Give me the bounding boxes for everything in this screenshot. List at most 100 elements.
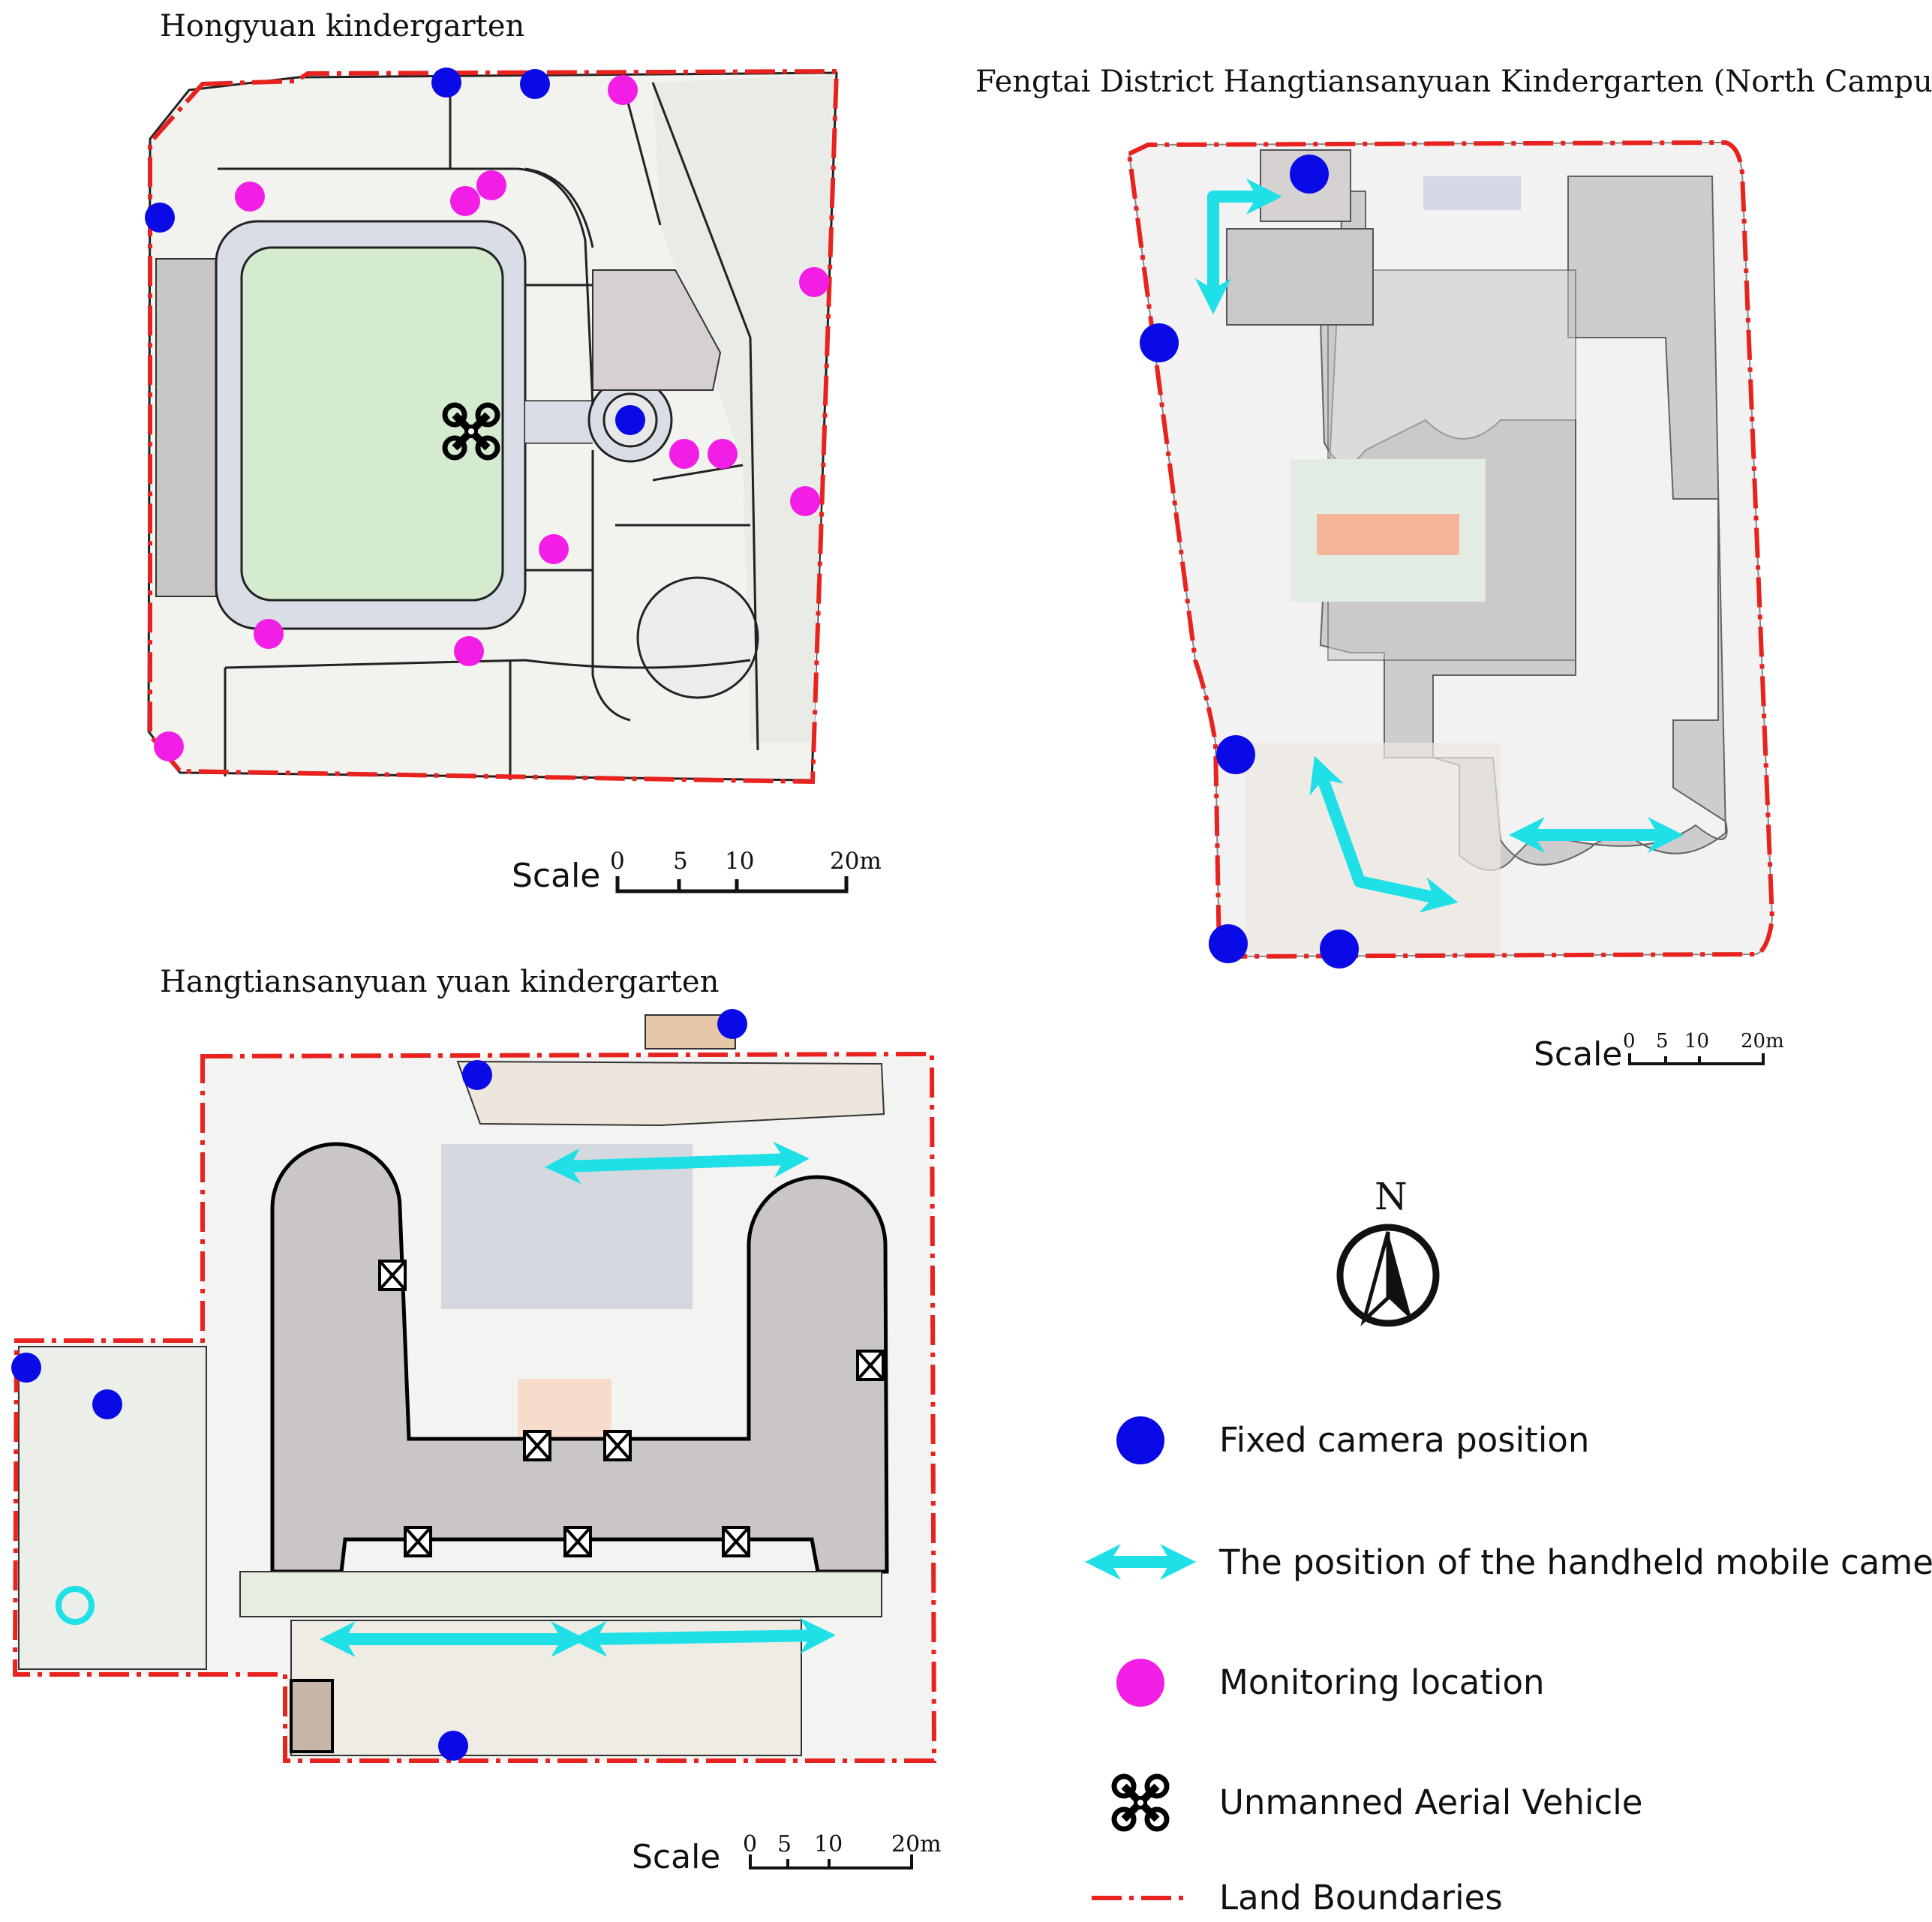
fixed-camera-marker xyxy=(11,1353,41,1383)
legend-item-handheld-camera: The position of the handheld mobile came… xyxy=(1085,1542,1932,1582)
scale-tick-20: 20m xyxy=(1741,1030,1784,1053)
monitoring-marker xyxy=(476,170,506,200)
scale-bar-hangtian: Scale 0 5 10 20m xyxy=(632,1831,942,1876)
scale-label: Scale xyxy=(632,1838,720,1876)
fixed-camera-marker xyxy=(438,1731,468,1761)
fixed-camera-markers xyxy=(11,1009,747,1761)
handheld-loop-marker xyxy=(56,1586,95,1625)
map-title-fengtai: Fengtai District Hangtiansanyuan Kinderg… xyxy=(975,65,1932,99)
monitoring-marker xyxy=(799,267,829,297)
legend-item-boundary: Land Boundaries xyxy=(1092,1878,1503,1917)
magenta-dot-icon xyxy=(1116,1659,1164,1707)
map-hongyuan: Hongyuan kindergarten Scale 0 5 10 20m xyxy=(145,9,882,895)
monitoring-markers xyxy=(154,75,829,761)
north-strip xyxy=(456,1060,885,1127)
building-central xyxy=(592,269,722,391)
monitoring-marker xyxy=(235,182,265,212)
land-boundary xyxy=(148,68,840,785)
lawn xyxy=(240,246,504,602)
monitoring-marker xyxy=(254,619,284,649)
legend-item-uav: Unmanned Aerial Vehicle xyxy=(1114,1776,1642,1829)
legend-label-boundary: Land Boundaries xyxy=(1219,1878,1503,1917)
fixed-camera-marker xyxy=(462,1060,492,1090)
handheld-camera-markers xyxy=(320,1141,836,1657)
legend-item-fixed-camera: Fixed camera position xyxy=(1116,1416,1589,1464)
scale-tick-10: 10 xyxy=(1684,1030,1709,1053)
map-hangtian: Hangtiansanyuan yuan kindergarten Scale … xyxy=(11,965,942,1876)
land-boundary xyxy=(12,1051,937,1763)
round-court xyxy=(636,576,759,699)
scale-tick-0: 0 xyxy=(743,1831,757,1857)
scale-tick-0: 0 xyxy=(1623,1030,1636,1053)
scale-tick-20: 20m xyxy=(891,1831,942,1857)
monitoring-marker xyxy=(454,636,484,666)
handheld-camera-arrow xyxy=(1309,755,1459,913)
stairwell-marker xyxy=(378,1260,407,1291)
monitoring-marker xyxy=(669,439,699,469)
courtyard-orange xyxy=(518,1379,611,1439)
monitoring-marker xyxy=(154,731,184,761)
north-arrow: N xyxy=(1336,1175,1440,1327)
fixed-camera-marker xyxy=(145,203,175,233)
stairwell-marker xyxy=(523,1430,551,1461)
scale-label: Scale xyxy=(1534,1035,1622,1074)
red-court-mark xyxy=(1317,514,1459,555)
map-title-hongyuan: Hongyuan kindergarten xyxy=(160,9,524,44)
fixed-camera-marker xyxy=(92,1389,122,1419)
handheld-camera-arrow xyxy=(545,1141,810,1185)
fixed-camera-marker xyxy=(1320,929,1359,969)
stairwell-marker xyxy=(603,1430,632,1461)
garden-area xyxy=(653,75,833,743)
small-building xyxy=(1226,228,1374,326)
blue-mark xyxy=(1423,176,1521,210)
stairwell-marker xyxy=(404,1526,432,1557)
scale-bar-fengtai: Scale 0 5 10 20m xyxy=(1534,1030,1784,1074)
map-fengtai: Fengtai District Hangtiansanyuan Kinderg… xyxy=(975,65,1932,1074)
legend-label-uav: Unmanned Aerial Vehicle xyxy=(1219,1782,1642,1822)
fixed-camera-marker xyxy=(431,68,461,98)
fixed-camera-marker xyxy=(717,1009,747,1039)
north-letter: N xyxy=(1375,1175,1408,1218)
scale-tick-5: 5 xyxy=(777,1831,792,1857)
u-building xyxy=(270,1142,889,1574)
stairwell-marker xyxy=(856,1350,885,1381)
fixed-camera-marker xyxy=(615,405,645,435)
blue-dot-icon xyxy=(1116,1416,1164,1464)
compass-icon xyxy=(1336,1224,1440,1327)
land-boundary xyxy=(1126,140,1775,959)
fixed-camera-marker xyxy=(1140,323,1179,362)
handheld-camera-arrow xyxy=(571,1617,836,1657)
fixed-camera-markers xyxy=(1140,155,1359,969)
scale-tick-20: 20m xyxy=(830,848,882,875)
monitoring-marker xyxy=(450,186,480,216)
legend: Fixed camera position The position of th… xyxy=(1085,1416,1932,1917)
map-title-hangtian: Hangtiansanyuan yuan kindergarten xyxy=(160,965,719,999)
scale-tick-5: 5 xyxy=(673,848,688,875)
fixed-camera-marker xyxy=(1216,735,1255,774)
handheld-camera-markers xyxy=(1195,179,1684,913)
fixed-camera-marker xyxy=(520,69,550,99)
handheld-camera-arrow xyxy=(1195,179,1282,314)
monitoring-marker xyxy=(708,439,738,469)
legend-item-monitoring: Monitoring location xyxy=(1116,1659,1545,1707)
monitoring-marker xyxy=(790,486,820,516)
fixed-camera-marker xyxy=(1209,924,1248,963)
stairwell-marker xyxy=(722,1526,750,1557)
walkways xyxy=(218,75,759,780)
scale-tick-10: 10 xyxy=(814,1831,843,1857)
storage-block xyxy=(290,1679,334,1753)
monitoring-marker xyxy=(608,75,638,105)
scale-tick-5: 5 xyxy=(1656,1030,1669,1053)
legend-label-monitoring: Monitoring location xyxy=(1219,1662,1545,1702)
scale-tick-10: 10 xyxy=(725,848,754,875)
south-strip xyxy=(239,1571,882,1617)
monitoring-marker xyxy=(539,534,569,564)
legend-label-handheld-camera: The position of the handheld mobile came… xyxy=(1218,1542,1932,1582)
scale-bar-hongyuan: Scale 0 5 10 20m xyxy=(512,848,882,895)
fixed-camera-marker xyxy=(1290,155,1329,194)
scale-tick-0: 0 xyxy=(610,848,625,875)
legend-label-fixed-camera: Fixed camera position xyxy=(1219,1420,1589,1460)
scale-label: Scale xyxy=(512,857,600,895)
playground-bottom xyxy=(1245,743,1501,953)
